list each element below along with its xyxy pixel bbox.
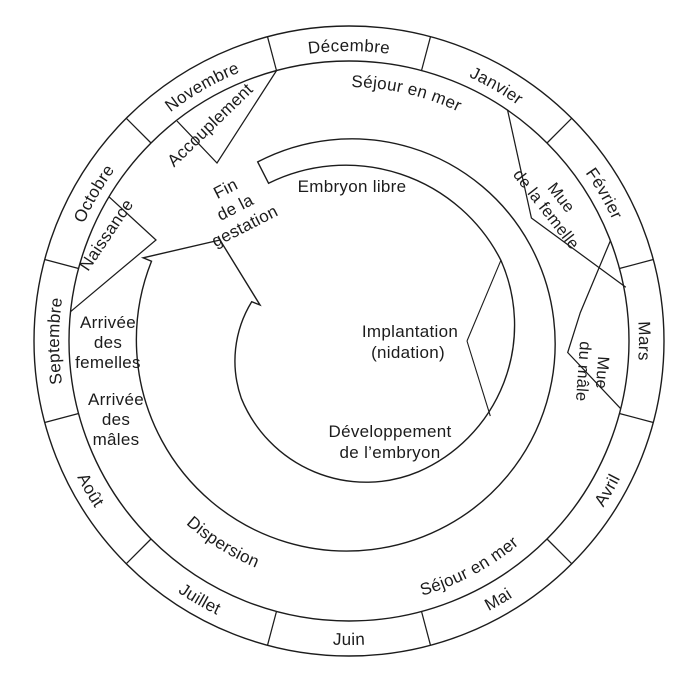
month-separator <box>44 412 79 424</box>
month-separator <box>546 538 573 565</box>
month-separator <box>619 412 654 424</box>
svg-text:(nidation): (nidation) <box>371 343 445 362</box>
naissance-sector <box>70 196 157 313</box>
svg-text:de l’embryon: de l’embryon <box>340 443 441 462</box>
month-label-fevrier: Février <box>582 164 626 222</box>
month-label-juillet: Juillet <box>175 580 223 619</box>
centre-labels: Embryon libre Fin de la gestation Implan… <box>209 175 458 462</box>
stage-label-mue-femelle: Mue de la femelle <box>509 166 582 253</box>
month-label-mars: Mars <box>634 321 654 361</box>
month-separator <box>420 36 432 71</box>
svg-text:Arrivée: Arrivée <box>80 313 136 332</box>
month-label-juin: Juin <box>333 630 366 649</box>
label-embryon-libre: Embryon libre <box>298 177 407 196</box>
label-fin-gestation: Fin de la gestation <box>209 175 282 251</box>
svg-text:Arrivée: Arrivée <box>88 390 144 409</box>
implantation-pointer <box>466 260 502 417</box>
month-label-janvier: Janvier <box>467 63 527 108</box>
stage-labels-rotated: Naissance Accouplement Mue de la femelle… <box>76 80 612 402</box>
month-ring-inner-circle <box>68 60 630 622</box>
label-developpement-embryon: Développement de l’embryon <box>329 422 452 462</box>
svg-text:Développement: Développement <box>329 422 452 441</box>
month-separator <box>125 117 152 144</box>
month-separators <box>44 36 654 646</box>
month-separator <box>420 611 432 646</box>
month-separator <box>546 117 573 144</box>
stage-label-mue-male: Mue du mâle <box>572 341 612 402</box>
mue-femelle-sector <box>506 110 627 288</box>
stage-label-arrivee-males: Arrivée des mâles <box>88 390 144 449</box>
stage-label-dispersion: Dispersion <box>183 512 262 571</box>
month-separator <box>125 538 152 565</box>
stage-sectors <box>70 70 627 410</box>
month-label-septembre: Septembre <box>44 296 66 386</box>
svg-text:Implantation: Implantation <box>362 322 458 341</box>
month-separator <box>266 611 278 646</box>
month-label-aout: Août <box>74 470 108 510</box>
stage-labels-curved: Séjour en mer Séjour en mer Dispersion <box>183 72 521 600</box>
label-implantation: Implantation (nidation) <box>362 322 458 362</box>
svg-text:mâles: mâles <box>93 430 140 449</box>
month-separator <box>266 36 278 71</box>
month-label-mai: Mai <box>481 584 515 614</box>
svg-text:des: des <box>102 410 130 429</box>
implantation-pointer-line <box>466 340 491 417</box>
month-separator <box>619 258 654 270</box>
accouplement-sector <box>176 70 278 165</box>
svg-text:du mâle: du mâle <box>572 341 594 402</box>
outer-circle <box>33 25 665 657</box>
implantation-pointer-line <box>466 260 502 342</box>
mue-male-sector <box>566 240 622 410</box>
month-separator <box>44 258 79 270</box>
svg-text:femelles: femelles <box>75 353 141 372</box>
month-label-decembre: Décembre <box>307 36 391 58</box>
stage-label-arrivee-femelles: Arrivée des femelles <box>75 313 141 372</box>
svg-text:des: des <box>94 333 122 352</box>
svg-text:Mue: Mue <box>592 356 612 390</box>
cycle-spiral-arrow <box>135 138 556 552</box>
